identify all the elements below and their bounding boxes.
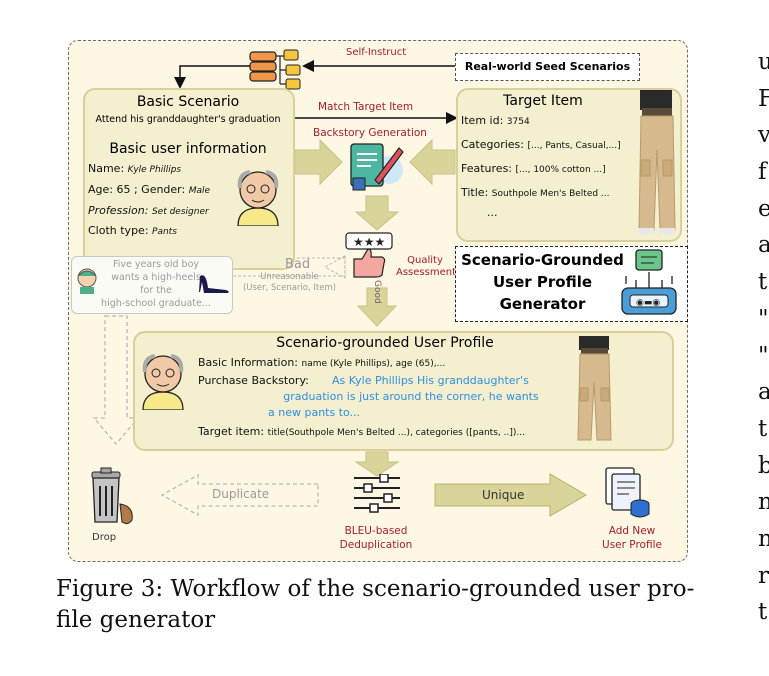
db-to-scenario-arrow [174,65,250,89]
database-icon [249,49,301,90]
item-title-line: Title: Southpole Men's Belted ... [461,186,610,199]
basic-information-line: Basic Information: name (Kyle Phillips),… [198,356,446,369]
robot-chat-icon: ◉▬◉ [621,249,677,315]
right-column-letter: t [758,269,768,296]
drop-label: Drop [92,532,117,543]
self-instruct-label: Self-Instruct [346,47,407,58]
down-block-arrow-1 [354,195,400,231]
good-block-arrow [356,287,398,327]
right-column-letter: F [758,85,769,112]
item-more: ... [487,206,498,219]
duplicate-dashed-arrow [160,473,319,517]
sliders-icon [354,474,400,513]
rating-thumbs-up-icon: ★★★ [345,232,393,278]
backstory-text-2: graduation is just around the corner, he… [283,390,539,403]
right-column-letter: t [758,599,768,626]
purchase-backstory-label: Purchase Backstory: [198,374,309,387]
document-pen-icon [350,143,404,191]
figure-caption: Figure 3: Workflow of the scenario-groun… [56,576,695,633]
right-column-letter: f [758,159,767,186]
bad-example-text: Five years old boy wants a high-heels fo… [101,259,211,309]
old-man-avatar-icon [237,170,279,226]
unique-block-arrow [434,473,587,517]
right-column-letter: a [758,379,769,406]
user-profile-title: Scenario-grounded User Profile [276,335,494,351]
right-block-arrow [409,138,456,186]
add-profile-icon [605,467,650,518]
good-label: Good [372,280,382,304]
features-line: Features: [..., 100% cotton ...] [461,162,606,175]
name-line: Name: Kyle Phillips [88,162,182,175]
backstory-text-3: a new pants to... [268,406,361,419]
right-column-letter: t [758,415,768,442]
unique-label: Unique [482,488,525,502]
basic-scenario-text: Attend his granddaughter's graduation [95,114,281,125]
right-column-letter: a [758,232,769,259]
match-target-label: Match Target Item [318,101,414,113]
seed-scenarios-box: Real-world Seed Scenarios [455,53,640,81]
target-item-line: Target item: title(Southpole Men's Belte… [198,425,525,438]
backstory-generation-label: Backstory Generation [313,127,427,139]
cloth-line: Cloth type: Pants [88,224,177,237]
generator-title: Scenario-Grounded User Profile Generator [461,251,624,313]
target-item-title: Target Item [503,93,583,109]
unreasonable-label: Unreasonable(User, Scenario, Item) [242,272,337,293]
right-column-letter: u [758,49,769,75]
right-column-letter: " [758,342,769,369]
profile-avatar-icon [142,354,184,410]
pants-image [638,90,676,234]
right-column-letter: " [758,305,769,332]
categories-line: Categories: [..., Pants, Casual,...] [461,138,621,151]
right-column-letter: b [758,452,769,479]
down-block-arrow-2 [354,451,400,477]
right-column-letter: e [758,195,769,222]
basic-scenario-title: Basic Scenario [136,94,240,110]
right-column-letter: r [758,562,769,589]
left-block-arrow [294,138,343,186]
profession-line: Profession: Set designer [88,204,209,217]
boy-icon [77,268,97,294]
duplicate-label: Duplicate [212,487,270,501]
svg-text:★★★: ★★★ [353,235,385,249]
right-column-letter: n [758,525,769,552]
right-column-letter: v [758,122,769,149]
item-id-line: Item id: 3754 [461,114,530,127]
age-line: Age: 65 ; Gender: Male [88,183,211,196]
right-column-letter: n [758,489,769,516]
backstory-text-1: As Kyle Phillips His granddaughter's [332,374,529,387]
basic-user-info-title: Basic user information [109,141,267,157]
trash-bin-icon [91,467,133,525]
drop-dashed-arrow [92,315,140,446]
high-heel-icon [199,275,229,293]
seed-scenarios-label: Real-world Seed Scenarios [464,60,631,73]
profile-pants-image [577,336,612,441]
svg-text:◉▬◉: ◉▬◉ [636,298,660,308]
bad-label: Bad [285,257,311,272]
